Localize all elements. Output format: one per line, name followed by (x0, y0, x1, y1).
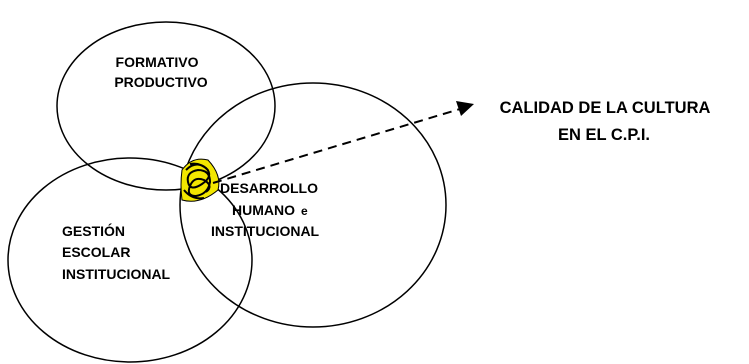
circle-gestion-escolar (7, 157, 253, 363)
label-result-line1: CALIDAD DE LA CULTURA (500, 99, 711, 117)
label-gestion-line1: GESTIÓN (62, 222, 125, 239)
intersection-highlight (180, 158, 220, 202)
arrow-head-icon (456, 101, 474, 116)
label-desarrollo-line1: DESARROLLO (220, 180, 318, 196)
arrow-to-result (212, 101, 474, 184)
label-gestion-line3: INSTITUCIONAL (62, 266, 171, 282)
label-desarrollo-humano: HUMANO (232, 202, 295, 218)
circle-desarrollo-humano (179, 82, 447, 328)
label-result-line2: EN EL C.P.I. (558, 126, 650, 144)
intersection-scribble (183, 162, 212, 200)
label-desarrollo-line3: INSTITUCIONAL (211, 223, 320, 239)
label-formativo-line1: FORMATIVO (116, 54, 199, 70)
label-gestion-line2: ESCOLAR (62, 244, 130, 260)
label-desarrollo-line2: HUMANO e (232, 202, 308, 218)
dashed-arrow-line (212, 108, 461, 184)
label-desarrollo-e: e (301, 204, 308, 218)
intersection-marker (180, 158, 220, 202)
circle-formativo-productivo (56, 21, 276, 191)
label-formativo-line2: PRODUCTIVO (114, 74, 207, 90)
